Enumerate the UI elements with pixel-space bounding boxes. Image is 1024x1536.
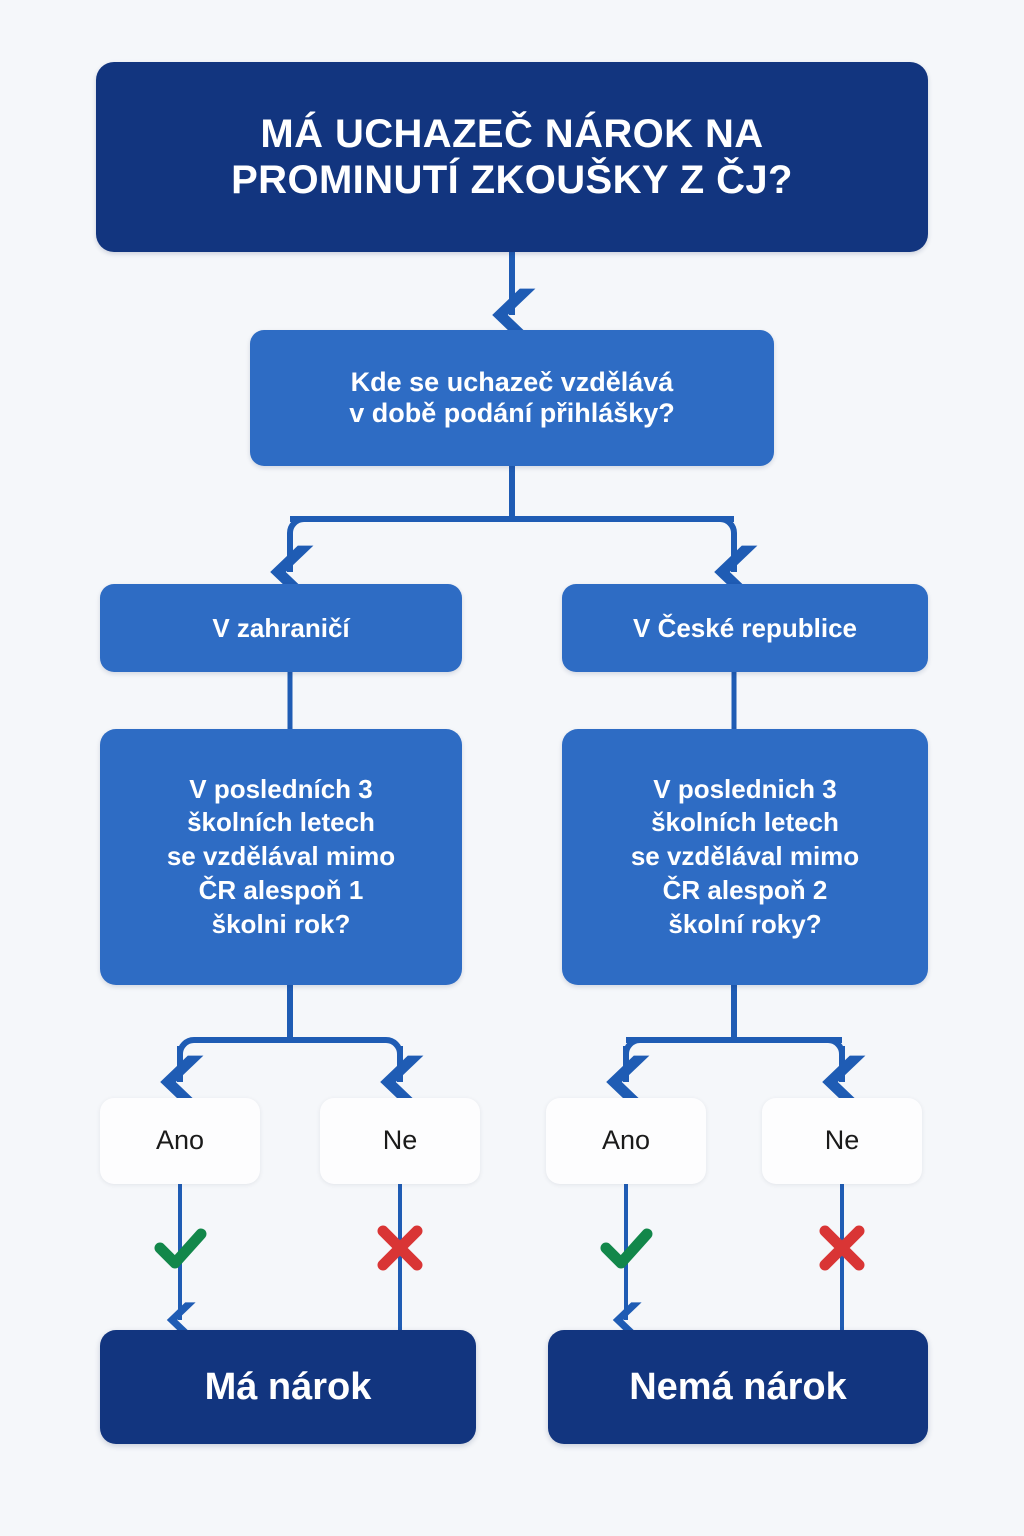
result-box-eligible: Má nárok	[100, 1330, 476, 1444]
detail-abroad-line-4: ČR alespoň 1	[198, 874, 364, 905]
question-line-1: Kde se uchazeč vzdělává	[350, 366, 674, 397]
answer-label-czech-no: Ne	[824, 1125, 860, 1156]
detail-abroad-line-3: se vzdělával mimo	[166, 841, 396, 872]
answer-label-czech-yes: Ano	[601, 1125, 651, 1156]
branch-box-czech: V České republice	[562, 584, 928, 672]
result-label-eligible: Má nárok	[204, 1365, 372, 1408]
answer-box-czech-no: Ne	[762, 1098, 922, 1184]
wire-left-split-corner-a	[177, 1037, 195, 1058]
branch-label-czech: V České republice	[633, 612, 857, 643]
detail-czech-line-4: ČR alespoň 2	[662, 874, 828, 905]
wire-right-split-corner-b	[827, 1037, 845, 1058]
wire-right-detail-split	[626, 984, 842, 1043]
cross-icon	[819, 1225, 865, 1271]
result-label-not-eligible: Nemá nárok	[629, 1365, 847, 1408]
answer-label-abroad-no: Ne	[382, 1125, 418, 1156]
detail-abroad-line-1: V posledních 3	[189, 773, 373, 804]
detail-czech-line-2: školních letech	[651, 807, 839, 838]
result-box-not-eligible: Nemá nárok	[548, 1330, 928, 1444]
answer-label-abroad-yes: Ano	[155, 1125, 205, 1156]
detail-czech-line-3: se vzdělával mimo	[630, 841, 860, 872]
answer-box-abroad-yes: Ano	[100, 1098, 260, 1184]
wire-split-corner-left	[287, 516, 305, 548]
detail-abroad-line-5: školni rok?	[211, 908, 351, 939]
wire-right-split-corner-a	[623, 1037, 641, 1058]
question-box: Kde se uchazeč vzdělává v době podání př…	[250, 330, 774, 466]
cross-icon	[377, 1225, 423, 1271]
wire-question-split	[290, 466, 734, 522]
title-line-1: MÁ UCHAZEČ NÁROK NA	[260, 111, 764, 156]
title-box: MÁ UCHAZEČ NÁROK NA PROMINUTÍ ZKOUŠKY Z …	[96, 62, 928, 252]
check-icon	[600, 1228, 653, 1269]
answer-box-abroad-no: Ne	[320, 1098, 480, 1184]
detail-box-czech: V poslednich 3 školních letech se vzdělá…	[562, 729, 928, 985]
wire-left-split-corner-b	[385, 1037, 403, 1058]
branch-box-abroad: V zahraničí	[100, 584, 462, 672]
answer-box-czech-yes: Ano	[546, 1098, 706, 1184]
question-line-2: v době podání přihlášky?	[349, 398, 675, 428]
detail-czech-line-5: školní roky?	[668, 908, 822, 939]
detail-czech-line-1: V poslednich 3	[653, 773, 837, 804]
branch-label-abroad: V zahraničí	[212, 612, 350, 643]
wire-split-left-elbow	[719, 516, 737, 548]
title-line-2: PROMINUTÍ ZKOUŠKY Z ČJ?	[231, 158, 793, 202]
check-icon	[154, 1228, 207, 1269]
detail-abroad-line-2: školních letech	[187, 807, 375, 838]
wire-left-detail-split	[194, 984, 386, 1043]
detail-box-abroad: V posledních 3 školních letech se vzdělá…	[100, 729, 462, 985]
